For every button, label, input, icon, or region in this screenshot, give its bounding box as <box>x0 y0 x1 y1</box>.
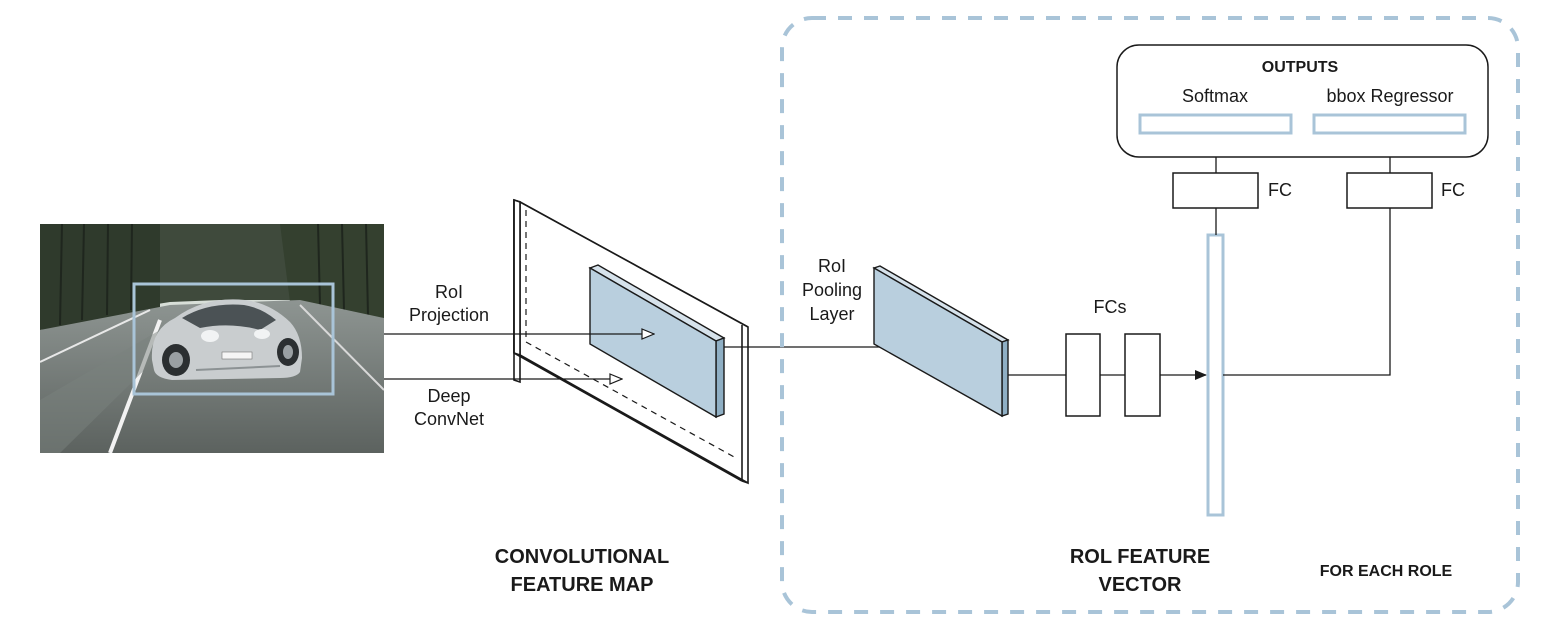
deep-convnet-label-1: Deep <box>427 386 470 406</box>
for-each-role-label: FOR EACH ROLE <box>1320 563 1453 580</box>
fc-block-2 <box>1124 333 1161 417</box>
roi-projection-label-1: RoI <box>435 282 463 302</box>
bbox-vector <box>1312 113 1467 135</box>
conv-feature-map-title-1: CONVOLUTIONAL <box>495 546 669 568</box>
for-each-roi-region <box>780 16 1520 614</box>
conv-feature-map-title-2: FEATURE MAP <box>511 574 654 596</box>
softmax-label: Softmax <box>1182 86 1248 106</box>
roi-feature-vector <box>1206 233 1225 517</box>
softmax-vector <box>1138 113 1293 135</box>
roi-feature-patch <box>588 264 726 419</box>
fc-softmax-box <box>1172 172 1259 209</box>
rol-feature-vector-title-2: VECTOR <box>1099 574 1183 596</box>
fcs-label: FCs <box>1094 297 1127 317</box>
bbox-regressor-label: bbox Regressor <box>1326 86 1453 106</box>
fc-block-1 <box>1065 333 1101 417</box>
outputs-title: OUTPUTS <box>1262 59 1339 76</box>
roi-projection-label-2: Projection <box>409 305 489 325</box>
roi-pooling-label-3: Layer <box>809 304 854 324</box>
roi-pooling-label-1: RoI <box>818 256 846 276</box>
roi-box <box>132 282 335 396</box>
roi-pooling-label-2: Pooling <box>802 280 862 300</box>
rol-feature-vector-title-1: ROL FEATURE <box>1070 546 1210 568</box>
deep-convnet-label-2: ConvNet <box>414 409 484 429</box>
car <box>151 299 302 380</box>
fc-bbox-label: FC <box>1441 180 1465 200</box>
fc-softmax-label: FC <box>1268 180 1292 200</box>
roi-pooled-feature <box>872 265 1010 418</box>
fc-bbox-box <box>1346 172 1433 209</box>
input-photo <box>40 224 384 453</box>
